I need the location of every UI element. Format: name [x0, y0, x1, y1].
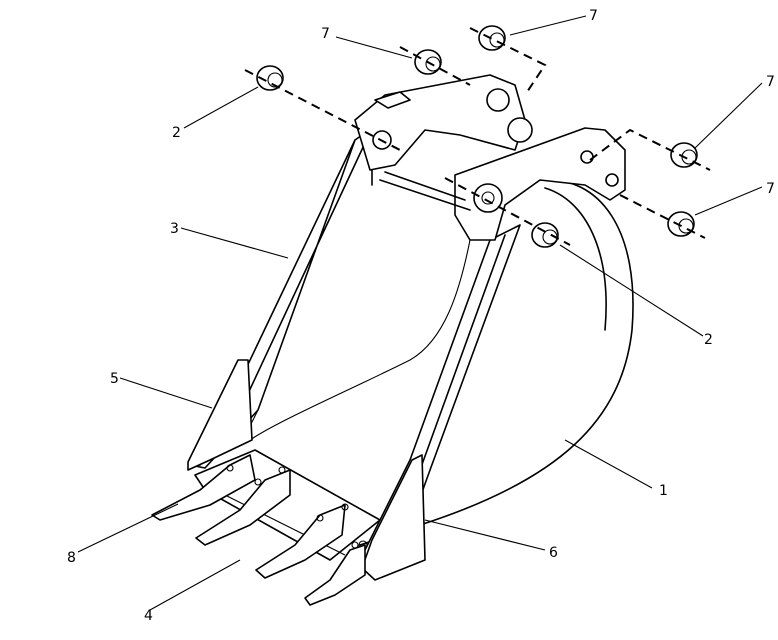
callout-7-a: 7 — [321, 26, 330, 42]
callout-3: 3 — [170, 221, 179, 237]
mounting-bracket — [354, 74, 626, 241]
pin-hole — [473, 183, 503, 213]
callout-2-b: 2 — [704, 332, 713, 348]
bucket-tooth — [304, 541, 366, 606]
pin-2-right — [531, 222, 559, 248]
side-cutter-left — [187, 359, 253, 471]
callout-6: 6 — [549, 545, 558, 561]
bucket-tooth — [255, 503, 349, 579]
pin-hole — [507, 117, 533, 143]
pin-hole — [486, 88, 510, 112]
pin-hole — [580, 150, 594, 164]
bushing-7-right-lower — [667, 211, 695, 237]
callout-4: 4 — [144, 608, 153, 624]
bucket-tooth — [195, 466, 291, 546]
callout-7-c: 7 — [766, 74, 775, 90]
callout-1: 1 — [659, 483, 668, 499]
callout-5: 5 — [110, 371, 119, 387]
leader-lines — [77, 15, 763, 611]
callout-8: 8 — [67, 550, 76, 566]
callout-7-d: 7 — [766, 181, 775, 197]
bushing-7-top-right — [478, 25, 506, 51]
bushing-7-right-upper — [670, 142, 698, 168]
callout-7-b: 7 — [589, 8, 598, 24]
side-cutter-right — [358, 454, 426, 581]
pin-2-top-left — [256, 65, 284, 91]
assembly-axis-lines — [244, 27, 711, 246]
callout-2-a: 2 — [172, 125, 181, 141]
pin-hole — [605, 173, 619, 187]
